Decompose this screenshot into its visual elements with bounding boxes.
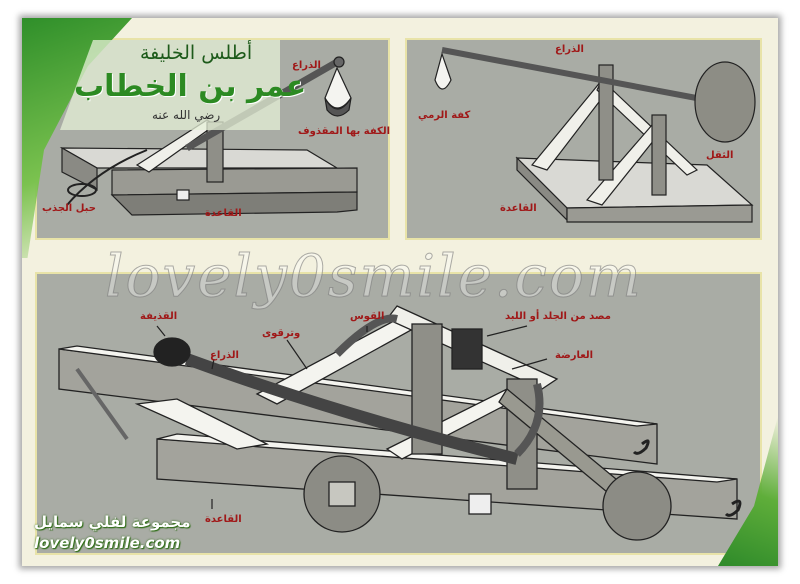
label-counterweight: الثقل [706, 150, 734, 161]
label-leather-buffer: مصد من الجلد أو اللبد [505, 311, 611, 322]
label-arm: الذراع [555, 44, 584, 55]
label-projectile: القذيفة [140, 311, 178, 322]
watermark: lovely0smile.com [105, 242, 643, 310]
label-arm: الذراع [292, 60, 321, 71]
label-arm: الذراع [210, 350, 239, 361]
label-throwing-cup: كفة الرمي [418, 110, 471, 121]
brand-arabic: مجموعة لفلي سمايل [34, 513, 191, 531]
label-base: القاعدة [500, 203, 537, 214]
label-crossbar: العارضة [555, 350, 594, 361]
panel-torsion-catapult [35, 272, 762, 555]
brand-url: lovely0smile.com [34, 534, 181, 552]
atlas-title: أطلس الخليفة [140, 42, 253, 64]
counterweight-catapult-drawing [434, 47, 756, 223]
label-bow: القوس [350, 311, 385, 322]
honorific: رضي الله عنه [152, 108, 221, 122]
torsion-catapult-drawing [58, 305, 742, 541]
label-base: القاعدة [205, 208, 242, 219]
label-bowstring: وترقوى [262, 328, 301, 339]
label-cup-with-projectile: الكفة بها المقذوف [298, 126, 391, 137]
caliph-name: عمر بن الخطاب [74, 69, 307, 104]
title-backdrop [60, 40, 280, 130]
panel-counterweight-catapult [405, 38, 762, 240]
label-base: القاعدة [205, 514, 242, 525]
label-pull-rope: حبل الجذب [42, 203, 96, 214]
